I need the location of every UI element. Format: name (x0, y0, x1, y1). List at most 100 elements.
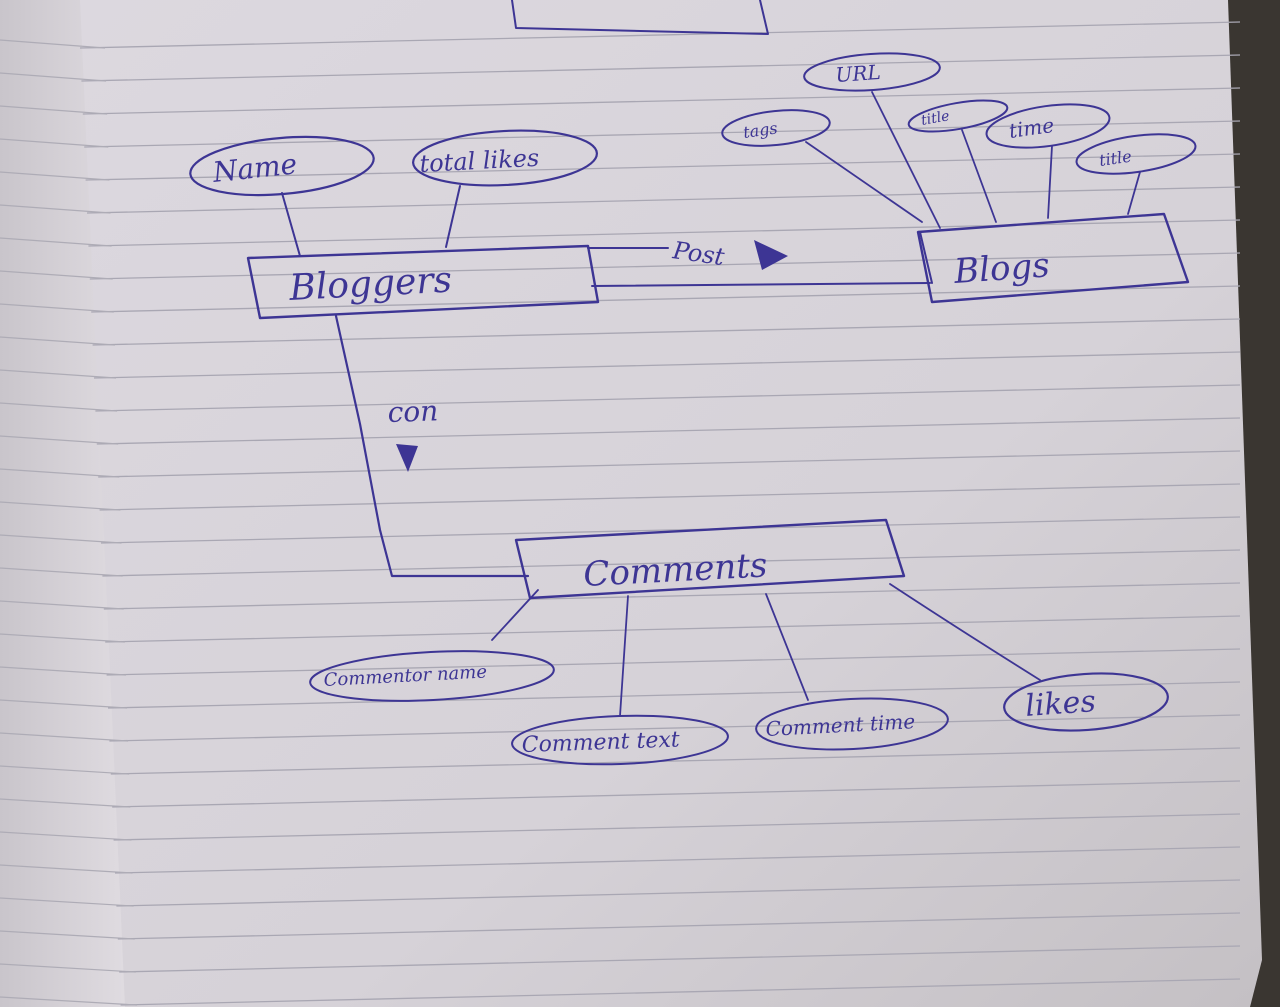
left-page-ruled-line (0, 39, 106, 49)
entity-comments: Comments (514, 518, 906, 600)
notebook-page (80, 0, 1262, 1007)
left-page-ruled-line (0, 567, 123, 577)
link-comment-text (619, 595, 629, 717)
attribute-title-2: title (1075, 133, 1197, 175)
left-page-ruled-line (0, 765, 130, 775)
ruled-line (103, 582, 1241, 610)
ruled-line (81, 54, 1241, 82)
ruled-line (110, 747, 1241, 775)
attribute-likes-label: likes (1024, 684, 1097, 724)
ruled-line (117, 912, 1241, 940)
ruled-line (106, 648, 1241, 676)
link-name (281, 192, 301, 257)
ruled-line (105, 615, 1241, 643)
left-page-ruled-line (0, 138, 109, 148)
entity-bloggers: Bloggers (246, 244, 600, 320)
link-title-2 (1127, 171, 1141, 215)
ruled-line (91, 285, 1241, 313)
left-page-ruled-line (0, 897, 134, 907)
left-page-ruled-line (0, 831, 132, 841)
ruled-line (109, 714, 1241, 742)
left-page-ruled-line (0, 336, 115, 346)
attribute-url-label: URL (835, 60, 882, 87)
attribute-tags: tags (721, 109, 831, 147)
relationship-comment-line (334, 314, 530, 578)
left-page-ruled-line (0, 72, 107, 82)
left-page-ruled-line (0, 600, 124, 610)
relationship-post-lines (587, 231, 933, 287)
attribute-comment-text: Comment text (511, 714, 729, 766)
left-page-ruled-line (0, 996, 137, 1006)
top-partial-box (511, 0, 769, 35)
relationship-comment-label: con (387, 394, 439, 429)
link-tags (805, 141, 923, 223)
left-page-ruled-line (0, 699, 128, 709)
ruled-line (116, 879, 1241, 907)
left-page-ruled-line (0, 666, 126, 676)
ruled-line (89, 252, 1241, 280)
ruled-line (93, 351, 1241, 379)
ruled-line (92, 318, 1241, 346)
comment-direction-arrow (396, 444, 418, 472)
left-page-ruled-line (0, 171, 110, 181)
left-page-ruled-line (0, 468, 120, 478)
left-page-ruled-line (0, 435, 119, 445)
attribute-title-1: title (907, 99, 1009, 133)
ruled-line (86, 186, 1241, 214)
link-commentor-name (491, 589, 539, 641)
entity-blogs: Blogs (916, 212, 1190, 304)
attribute-likes: likes (1003, 672, 1169, 732)
attribute-tags-label: tags (742, 118, 779, 142)
attribute-comment-text-label: Comment text (521, 727, 680, 758)
entity-bloggers-label: Bloggers (287, 260, 453, 310)
ruled-line (96, 417, 1241, 445)
ruled-line (84, 120, 1241, 148)
ruled-line (98, 450, 1241, 478)
left-page-ruled-line (0, 963, 136, 973)
left-page-ruled-line (0, 864, 133, 874)
attribute-total-likes-label: total likes (419, 144, 540, 178)
link-time (1047, 145, 1053, 219)
left-page-ruled-line (0, 930, 135, 940)
ruled-line (112, 780, 1241, 808)
left-page-ruled-line (0, 732, 129, 742)
attribute-title-1-label: title (920, 108, 951, 129)
left-page-ruled-line (0, 270, 113, 280)
link-likes (889, 583, 1041, 681)
link-total-likes (445, 185, 461, 248)
attribute-url: URL (803, 52, 941, 92)
left-page-ruled-line (0, 402, 118, 412)
ruled-line (99, 483, 1241, 511)
ruled-line (100, 516, 1241, 544)
ruled-line (102, 549, 1241, 577)
post-direction-arrow (754, 240, 788, 270)
left-page-ruled-line (0, 633, 125, 643)
ruled-line (119, 945, 1241, 973)
ruled-line (95, 384, 1241, 412)
link-title-1 (961, 129, 997, 223)
ruled-lines (0, 21, 1241, 1006)
ruled-line (120, 978, 1241, 1006)
ruled-line (82, 87, 1241, 115)
ruled-line (114, 846, 1241, 874)
left-page-ruled-line (0, 501, 121, 511)
entity-comments-label: Comments (582, 545, 768, 595)
attribute-total-likes: total likes (412, 129, 598, 187)
left-page-ruled-line (0, 798, 131, 808)
ruled-line (79, 21, 1241, 49)
left-page-ruled-line (0, 303, 114, 313)
ruled-line (107, 681, 1241, 709)
left-page-ruled-line (0, 237, 112, 247)
ruled-line (88, 219, 1241, 247)
left-page-ruled-line (0, 105, 108, 115)
attribute-title-2-label: title (1098, 147, 1133, 170)
ruled-line (113, 813, 1241, 841)
link-url (871, 91, 941, 229)
left-page-ruled-line (0, 369, 117, 379)
ruled-line (85, 153, 1241, 181)
entity-blogs-label: Blogs (952, 245, 1051, 292)
link-comment-time (765, 593, 809, 701)
left-page-ruled-line (0, 204, 111, 214)
left-page-ruled-line (0, 534, 122, 544)
